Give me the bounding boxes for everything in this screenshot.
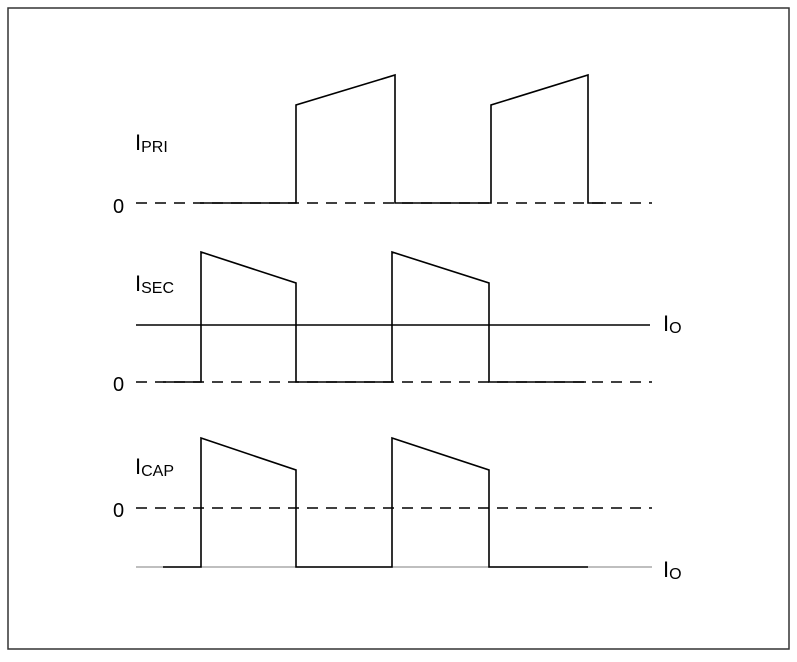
isec-label: ISEC [135,271,174,297]
ipri-waveform [200,73,606,204]
icap-label: ICAP [135,454,174,480]
ipri-label: IPRI [135,130,168,156]
ipri-zero-label: 0 [113,196,124,218]
icap-waveform [163,436,588,568]
isec-waveform [163,250,586,383]
isec-io-label: IO [663,311,682,337]
icap-io-label: IO [663,557,682,583]
diagram-frame [7,7,790,650]
icap-zero-label: 0 [113,500,124,522]
isec-zero-label: 0 [113,374,124,396]
